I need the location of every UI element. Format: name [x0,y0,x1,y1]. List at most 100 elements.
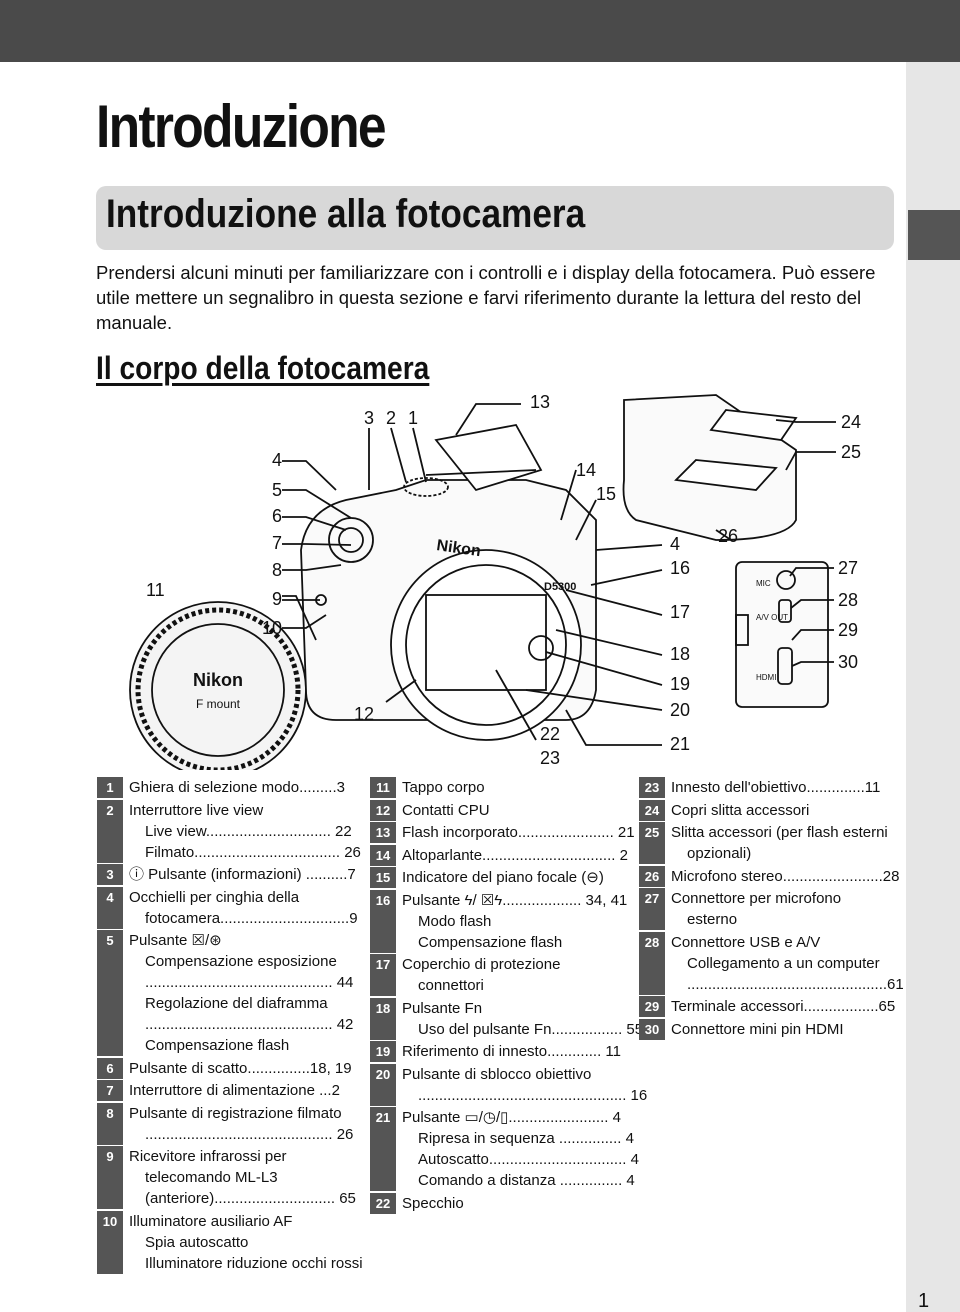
callout-18: 18 [670,644,690,664]
legend-line: Riferimento di innesto............. 11 [402,1043,621,1060]
subsection-title: Il corpo della fotocamera [96,350,430,386]
callout-8: 8 [272,560,282,580]
legend-number-badge: 30 [639,1018,665,1040]
legend-line: Ripresa in sequenza ............... 4 [418,1130,634,1147]
legend-line: Specchio [402,1194,464,1212]
legend-item-3: 3 ⓘ Pulsante (informazioni) ..........7 [97,864,357,885]
legend-line: Illuminatore riduzione occhi rossi [145,1254,363,1272]
callout-27: 27 [838,558,858,578]
legend-line: Connettore mini pin HDMI [671,1020,844,1038]
legend-line: Occhielli per cinghia della [129,888,300,906]
legend-number-badge: 24 [639,799,665,821]
callout-19: 19 [670,674,690,694]
legend-line: Autoscatto..............................… [418,1151,639,1168]
callout-4: 4 [272,450,282,470]
legend-number-badge: 7 [97,1080,123,1101]
legend-line: ........................................… [145,1016,354,1033]
legend-line: Compensazione flash [145,1037,290,1054]
legend-number-badge: 26 [639,865,665,887]
callout-13: 13 [530,392,550,412]
legend-line: ........................................… [145,974,354,991]
legend-line: Live view.............................. … [145,822,352,840]
callout-6: 6 [272,506,282,526]
legend-number-badge: 11 [370,777,396,798]
legend-item-19: 19 Riferimento di innesto............. 11 [370,1041,628,1062]
legend-line: Terminale accessori..................65 [671,998,896,1015]
legend-number-badge: 27 [639,888,665,930]
chapter-tab [908,210,960,260]
body-cap-mount: F mount [196,697,241,711]
legend-number-badge: 14 [370,844,396,866]
callout-25: 25 [841,442,861,462]
legend-line: ⓘ Pulsante (informazioni) ..........7 [129,866,356,883]
legend-number-badge: 29 [639,996,665,1017]
legend-number-badge: 19 [370,1041,396,1062]
legend-item-29: 29 Terminale accessori..................6… [639,996,897,1017]
body-cap-brand: Nikon [193,670,243,690]
legend-line: Spia autoscatto [145,1233,249,1251]
callout-29: 29 [838,620,858,640]
legend-line: Interruttore di alimentazione ...2 [129,1082,340,1099]
callout-21: 21 [670,734,690,754]
camera-brand: Nikon [435,537,481,560]
legend-number-badge: 16 [370,889,396,953]
section-title: Introduzione alla fotocamera [106,192,586,236]
callout-10: 10 [262,618,282,638]
legend-line: Pulsante di registrazione filmato [129,1104,342,1122]
callout-7: 7 [272,533,282,553]
legend-line: Innesto dell'obiettivo..............11 [671,779,881,796]
legend-number-badge: 13 [370,822,396,843]
legend-line: Connettore per microfono [671,890,842,907]
callout-3: 3 [364,408,374,428]
callout-26: 26 [718,526,738,546]
legend-number-badge: 25 [639,822,665,864]
legend-line: Illuminatore ausiliario AF [129,1212,293,1230]
legend-number-badge: 18 [370,997,396,1040]
legend-number-badge: 9 [97,1146,123,1209]
top-bar [0,0,960,62]
legend-number-badge: 3 [97,864,123,885]
callout-23: 23 [540,748,560,768]
hot-shoe-illustration [622,394,798,541]
legend-line: connettori [418,977,484,994]
legend-line: Pulsante Fn [402,999,483,1017]
callout-28: 28 [838,590,858,610]
camera-body-diagram: Nikon F mount Nikon D5300 MIC A/V OUT HD… [129,392,861,770]
callout-14: 14 [576,460,596,480]
legend-line: (anteriore).............................… [145,1190,356,1207]
legend-line: fotocamera..............................… [145,909,358,927]
legend-line: Ricevitore infrarossi per [129,1148,287,1165]
chapter-title: Introduzione [96,93,387,160]
legend-line: Indicatore del piano focale (⊖) [402,869,604,886]
legend-line: Filmato.................................… [145,843,361,861]
port-mic-label: MIC [756,579,771,588]
callout-22: 22 [540,724,560,744]
legend-item-27: 27 Connettore per microfono esterno [639,888,897,930]
legend-line: esterno [687,911,738,928]
legend-line: Interruttore live view [129,801,264,819]
legend-number-badge: 17 [370,954,396,996]
legend-line: opzionali) [687,845,752,862]
callout-9: 9 [272,589,282,609]
callout-17: 17 [670,602,690,622]
body-cap-illustration [129,601,307,770]
legend-line: ........................................… [418,1086,648,1104]
callout-5: 5 [272,480,282,500]
side-band [906,62,960,1312]
legend-number-badge: 8 [97,1102,123,1145]
